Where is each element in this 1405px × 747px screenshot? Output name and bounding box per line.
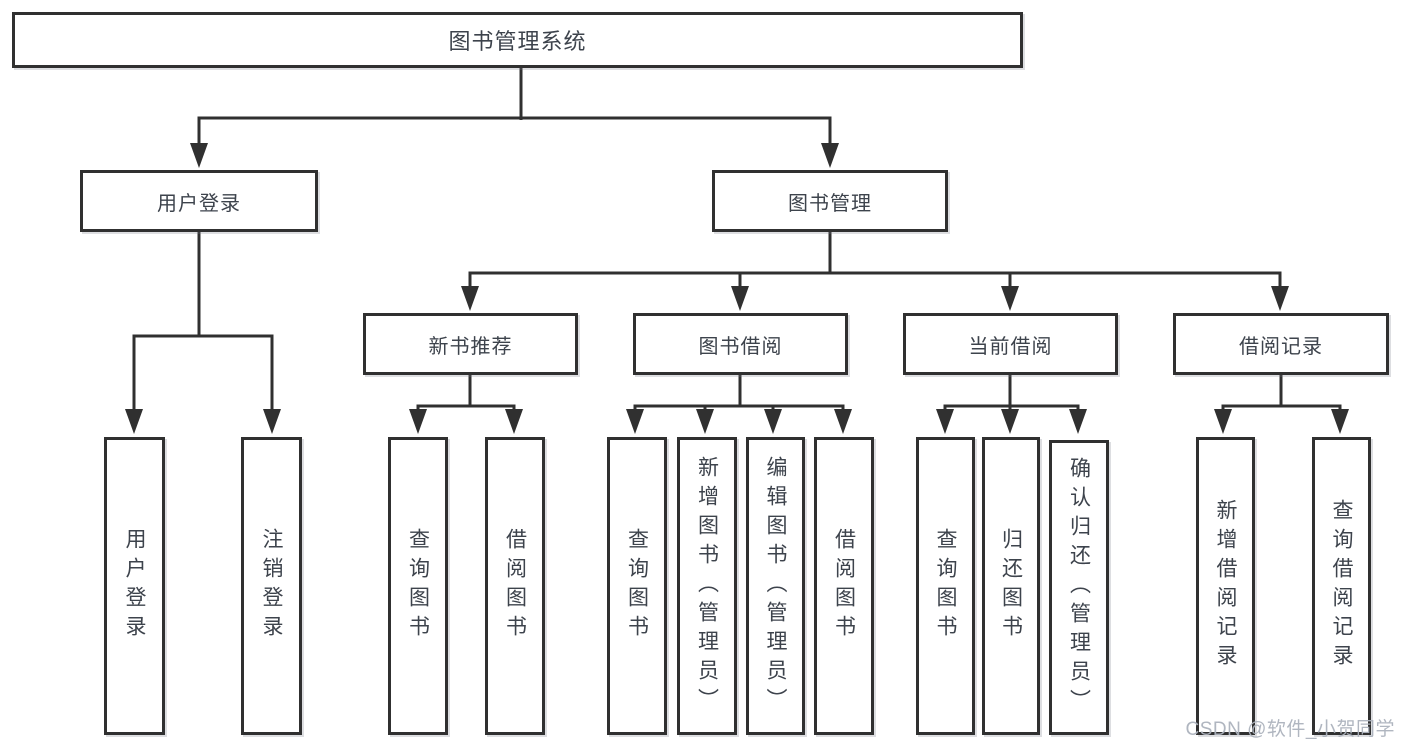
leaf-query-books-borrowing: 查询图书 xyxy=(607,437,667,735)
arrow-down-icon xyxy=(190,143,208,168)
node-book-management: 图书管理 xyxy=(712,170,948,232)
connector-lines xyxy=(132,66,1342,411)
arrow-down-icon xyxy=(409,409,427,434)
leaf-logout: 注销登录 xyxy=(241,437,302,735)
arrow-down-icon xyxy=(731,286,749,311)
arrow-down-icon xyxy=(821,143,839,168)
node-user-login: 用户登录 xyxy=(80,170,318,232)
arrow-down-icon xyxy=(1271,286,1289,311)
node-borrowing-records: 借阅记录 xyxy=(1173,313,1389,375)
node-new-book-recommend: 新书推荐 xyxy=(363,313,578,375)
leaf-confirm-return-admin: 确认归还（管理员） xyxy=(1049,440,1109,735)
arrow-down-icon xyxy=(1001,286,1019,311)
arrow-down-icon xyxy=(1001,409,1019,434)
arrow-down-icon xyxy=(696,409,714,434)
arrow-down-icon xyxy=(461,286,479,311)
leaf-edit-book-admin: 编辑图书（管理员） xyxy=(746,437,805,735)
leaf-return-books: 归还图书 xyxy=(982,437,1040,735)
leaf-user-login: 用户登录 xyxy=(104,437,165,735)
leaf-add-book-admin: 新增图书（管理员） xyxy=(677,437,737,735)
node-current-borrowing: 当前借阅 xyxy=(903,313,1118,375)
arrow-down-icon xyxy=(1214,409,1232,434)
arrow-down-icon xyxy=(936,409,954,434)
leaf-query-borrow-record: 查询借阅记录 xyxy=(1312,437,1371,735)
arrow-down-icon xyxy=(834,409,852,434)
leaf-borrow-books-borrowing: 借阅图书 xyxy=(814,437,874,735)
leaf-borrow-books-recommend: 借阅图书 xyxy=(485,437,545,735)
arrow-down-icon xyxy=(125,409,143,434)
node-book-borrowing: 图书借阅 xyxy=(633,313,848,375)
node-book-management-system: 图书管理系统 xyxy=(12,12,1023,68)
leaf-query-books-recommend: 查询图书 xyxy=(388,437,448,735)
arrowheads xyxy=(125,143,1349,434)
arrow-down-icon xyxy=(1331,409,1349,434)
leaf-add-borrow-record: 新增借阅记录 xyxy=(1196,437,1255,735)
leaf-query-books-current: 查询图书 xyxy=(916,437,975,735)
arrow-down-icon xyxy=(626,409,644,434)
arrow-down-icon xyxy=(764,409,782,434)
arrow-down-icon xyxy=(1069,409,1087,434)
arrow-down-icon xyxy=(263,409,281,434)
watermark: CSDN @软件_小贺同学 xyxy=(1185,719,1395,740)
arrow-down-icon xyxy=(505,409,523,434)
